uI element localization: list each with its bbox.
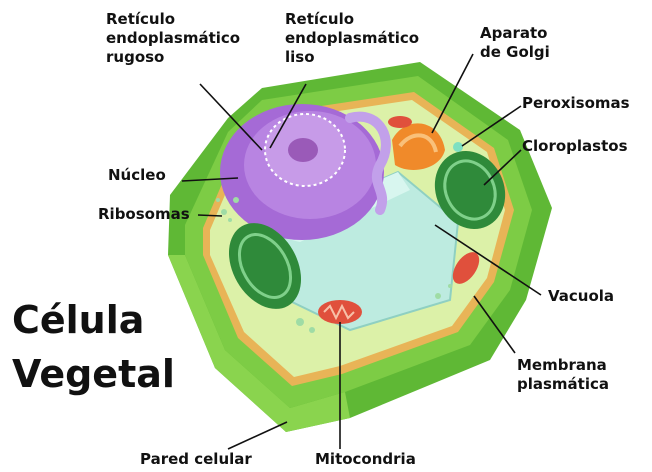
- label-cloroplastos: Cloroplastos: [522, 137, 628, 156]
- label-pared: Pared celular: [140, 450, 252, 469]
- peroxisome: [453, 142, 463, 152]
- label-vacuola: Vacuola: [548, 287, 614, 306]
- nucleolus: [288, 138, 318, 162]
- label-nucleo: Núcleo: [108, 166, 166, 185]
- diagram-title-line2: Vegetal: [12, 350, 175, 398]
- label-rel: Retículo endoplasmático liso: [285, 10, 419, 67]
- diagram-title-line1: Célula: [12, 296, 144, 344]
- label-rer: Retículo endoplasmático rugoso: [106, 10, 240, 67]
- pointer-ribosomas: [198, 215, 222, 216]
- label-membrana: Membrana plasmática: [517, 356, 609, 394]
- mitochondria-top: [388, 116, 412, 128]
- label-peroxisomas: Peroxisomas: [522, 94, 630, 113]
- pointer-pared: [228, 422, 287, 449]
- label-golgi: Aparato de Golgi: [480, 24, 550, 62]
- label-ribosomas: Ribosomas: [98, 205, 190, 224]
- label-mitocondria: Mitocondria: [315, 450, 416, 469]
